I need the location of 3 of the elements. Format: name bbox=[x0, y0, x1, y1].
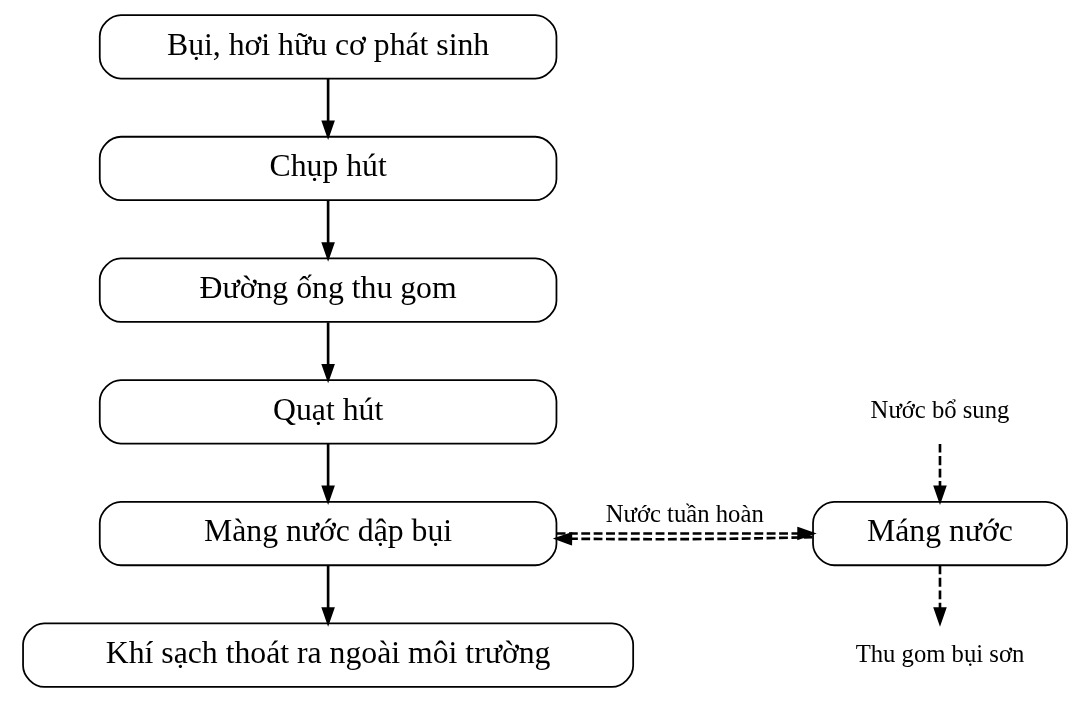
node-text: Nước bổ sung bbox=[870, 396, 1010, 424]
node-text: Thu gom bụi sơn bbox=[855, 639, 1025, 667]
edge-label: Nước tuần hoàn bbox=[605, 499, 764, 527]
